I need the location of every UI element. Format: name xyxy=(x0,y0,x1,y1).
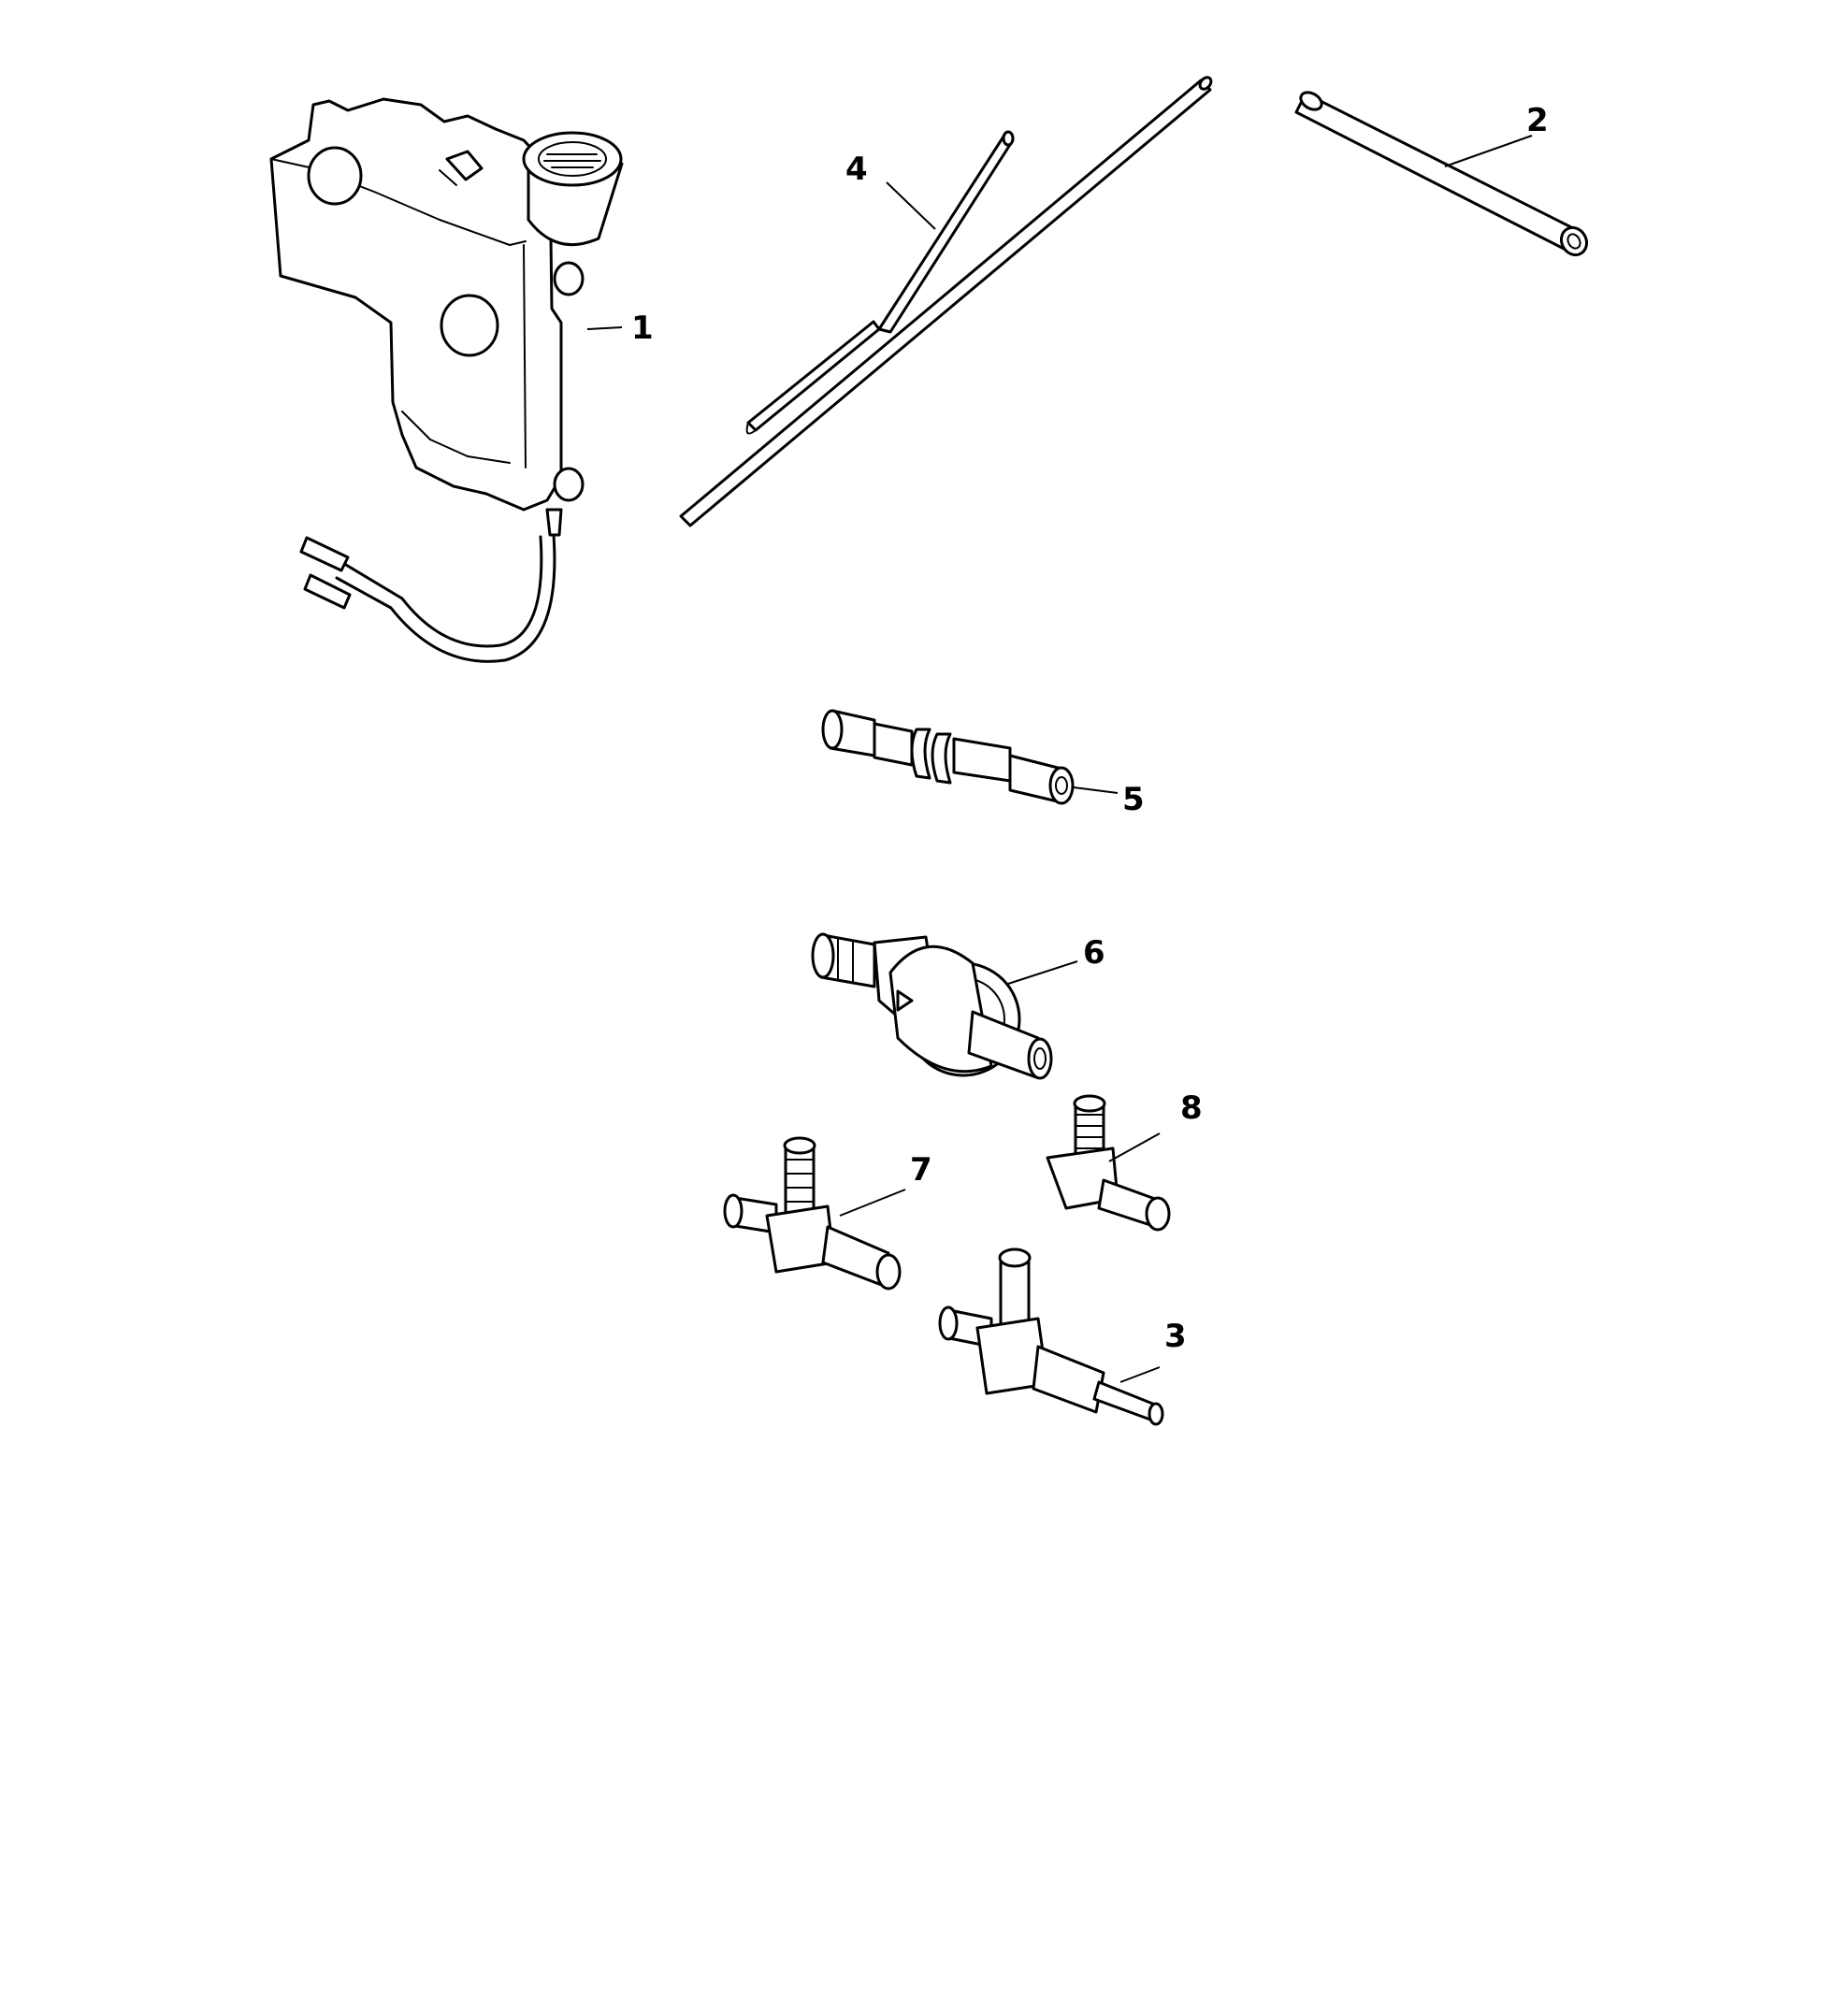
callout-1: 1 xyxy=(631,310,654,347)
mount-hole-top-left xyxy=(307,146,363,206)
callout-6: 6 xyxy=(1083,934,1105,972)
callout-8: 8 xyxy=(1180,1089,1203,1127)
tank-filler-cap xyxy=(522,131,623,187)
wire-terminal-upper xyxy=(299,536,350,572)
callout-2: 2 xyxy=(1526,102,1549,139)
leader-3 xyxy=(1119,1366,1161,1383)
leader-1 xyxy=(586,326,623,330)
leader-7 xyxy=(839,1189,906,1217)
leader-6 xyxy=(1007,960,1078,985)
flow-arrow-icon xyxy=(896,989,914,1012)
callout-4: 4 xyxy=(845,151,868,188)
part-6-check-valve xyxy=(811,932,1053,1080)
mount-hole-right-bottom xyxy=(553,467,585,502)
part-4-tubing xyxy=(679,76,1213,527)
part-7-tee-fitting xyxy=(723,1136,902,1291)
callouts: 1 2 3 4 5 6 7 8 xyxy=(631,102,1549,1355)
tank-sensor-fitting xyxy=(445,150,484,181)
wire-terminal-lower xyxy=(303,573,352,610)
leader-2 xyxy=(1444,135,1533,167)
part-1-oil-tank xyxy=(269,97,624,663)
mount-hole-right-top xyxy=(553,261,585,296)
leader-5 xyxy=(1073,786,1119,794)
callout-7: 7 xyxy=(910,1151,932,1189)
part-8-elbow-fitting xyxy=(1046,1094,1171,1232)
leader-lines xyxy=(586,135,1533,1383)
callout-3: 3 xyxy=(1164,1318,1187,1355)
leader-4 xyxy=(886,181,936,230)
part-2-hose xyxy=(1294,91,1589,257)
mount-hole-center xyxy=(440,294,499,357)
part-3-tee-reducer xyxy=(938,1247,1164,1426)
leader-8 xyxy=(1108,1132,1161,1162)
callout-5: 5 xyxy=(1122,781,1145,818)
part-5-connector xyxy=(821,709,1075,805)
